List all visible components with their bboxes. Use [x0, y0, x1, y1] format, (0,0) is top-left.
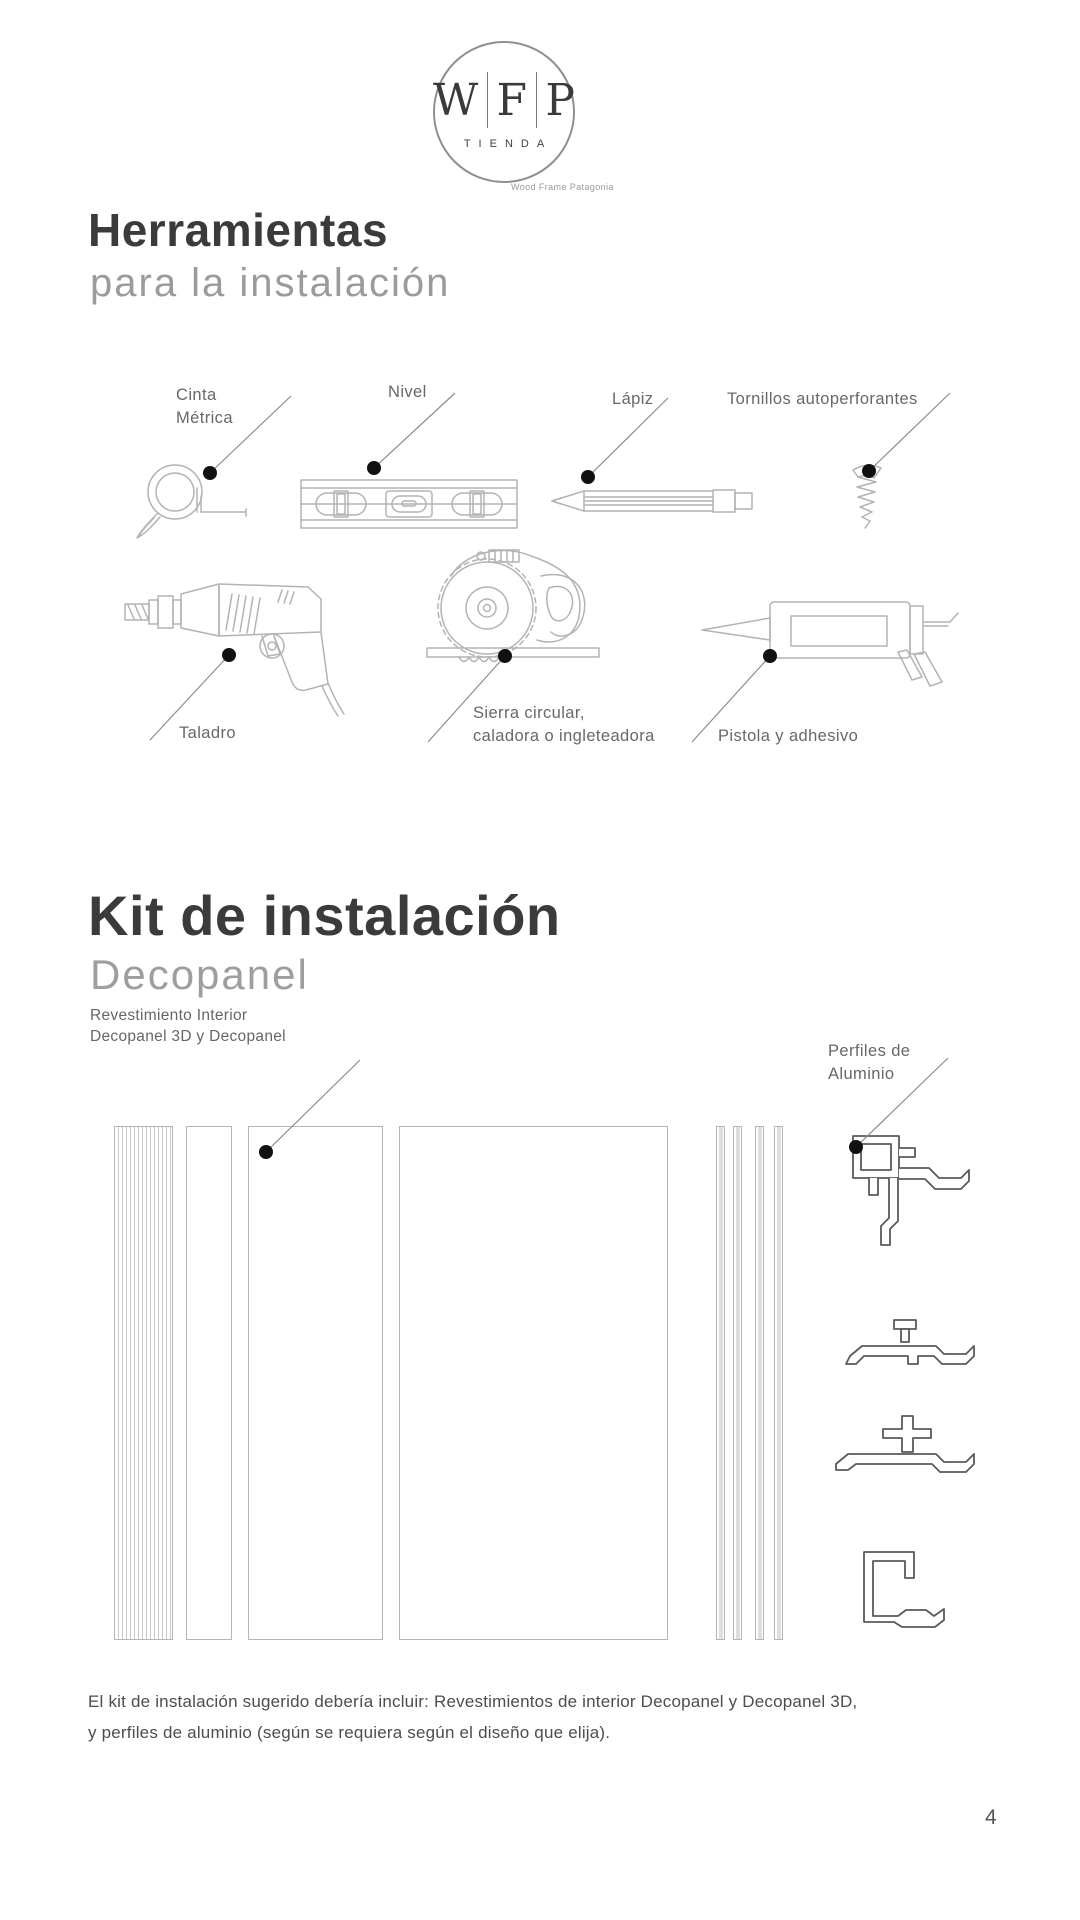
- drill-drawing: [124, 583, 345, 717]
- tools-section-subtitle: para la instalación: [90, 261, 451, 305]
- aluminum-profile-cross-rail: [835, 1415, 975, 1473]
- screw-drawing: [852, 464, 882, 529]
- logo-letter-f: F: [496, 74, 528, 126]
- tape-measure-drawing: [136, 464, 247, 539]
- logo-word: TIENDA: [463, 138, 553, 150]
- kit-footer-paragraph: El kit de instalación sugerido debería i…: [88, 1692, 858, 1742]
- panel-strip: [755, 1126, 764, 1640]
- logo-tagline: Wood Frame Patagonia: [511, 182, 614, 192]
- label-nivel: Nivel: [388, 383, 427, 401]
- panel-decopanel-3d-ribbed: [114, 1126, 173, 1640]
- kit-section-subtitle: Decopanel: [90, 951, 309, 998]
- logo-circle: [433, 41, 575, 183]
- circular-saw-drawing: [426, 549, 600, 663]
- leader-dot-lapiz: [581, 470, 595, 484]
- panel-narrow: [186, 1126, 232, 1640]
- caulking-gun-drawing: [701, 601, 959, 687]
- panel-medium: [248, 1126, 383, 1640]
- label-tornillos: Tornillos autoperforantes: [727, 390, 918, 408]
- kit-description: Revestimiento Interior Decopanel 3D y De…: [90, 1007, 286, 1045]
- panel-strip: [716, 1126, 725, 1640]
- kit-section-title: Kit de instalación: [88, 884, 561, 947]
- aluminum-profile-channel: [863, 1551, 945, 1628]
- tools-section-title: Herramientas: [88, 204, 389, 256]
- label-pistola: Pistola y adhesivo: [718, 727, 859, 745]
- label-lapiz: Lápiz: [612, 390, 654, 408]
- level-drawing: [300, 479, 518, 529]
- aluminum-profile-corner: [852, 1135, 970, 1246]
- label-cinta-metrica: Cinta Métrica: [176, 386, 233, 427]
- label-sierra: Sierra circular, caladora o ingleteadora: [473, 704, 655, 745]
- panel-strip: [774, 1126, 783, 1640]
- panel-large: [399, 1126, 668, 1640]
- aluminum-profile-t-rail: [845, 1319, 975, 1365]
- logo-letter-w: W: [433, 74, 479, 126]
- logo-letter-p: P: [545, 74, 575, 126]
- leader-line-nivel: [373, 392, 456, 469]
- page-number: 4: [985, 1806, 997, 1829]
- pencil-drawing: [551, 489, 753, 513]
- label-taladro: Taladro: [179, 724, 236, 742]
- panel-strip: [733, 1126, 742, 1640]
- leader-dot-nivel: [367, 461, 381, 475]
- logo-monogram: W F P: [433, 72, 575, 128]
- label-perfiles-aluminio: Perfiles de Aluminio: [828, 1042, 911, 1083]
